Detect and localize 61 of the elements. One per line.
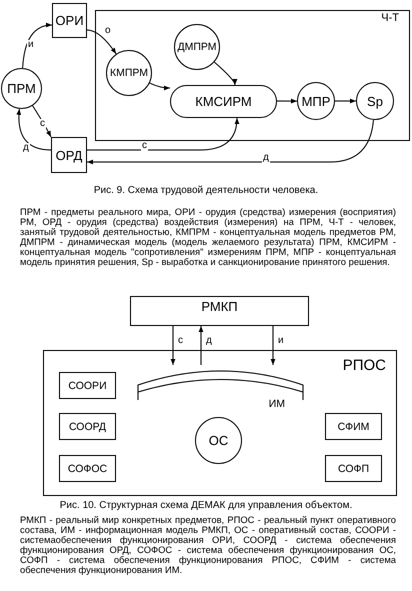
node-label: ОРД [56,148,82,162]
arrow [198,326,204,366]
edge-label: с [39,119,46,129]
arrow [170,326,176,366]
rounded-process-box [170,85,277,118]
arrow [86,119,374,164]
group-title: Ч-Т [381,12,399,24]
arrow [214,62,236,86]
group-container [95,10,410,141]
edge-label: о [104,26,112,36]
process-box [130,296,309,326]
circle-node [297,82,335,120]
node-label: КМПРМ [110,67,148,79]
edge-label: и [27,40,35,50]
edge-label: д [205,336,213,346]
circle-node [195,417,242,464]
arrow [334,98,356,104]
node-label: ИМ [268,398,285,410]
arrow [270,326,276,366]
legend-paragraph: ПРМ - предметы реального мира, ОРИ - орудия (средства) измерения (восприятия) РМ, ОРД - орудия (средства) воздействия (измерения) на ПРМ, Ч-Т - человек, занятый трудовой деятельностью, КМПРМ - концептуальная модель предметов РМ, ДМПРМ - динамическая модель (модель желаемого результата) ПРМ, КМСИРМ - концептуальная модель "сопротивления" измерениям ПРМ, МПР - концептуальная модель принятия решения, Sp - выработка и санкционирование принятого решения. [20,207,396,267]
process-box [59,372,116,399]
node-label: КМСИРМ [195,94,252,109]
node-label: СФИМ [338,420,370,432]
node-label: СОФОС [68,462,108,474]
arrow [16,108,52,150]
node-label: СООРИ [68,380,107,392]
node-label: Sp [367,94,383,108]
legend-paragraph: РМКП - реальный мир конкретных предметов, РПОС - реальный пункт оперативного состава, ИМ - информационная модель РМКП, ОС - оперативный состав, СООРИ - системаобеспечения функционирования ОРИ, СООРД - система обеспечения функционирования ОРД, СОФОС - система обеспечения функционирования ОС, СОФП - система обеспечения функционирования РПОС, СФИМ - система обеспечения функционирования ИМ. [20,515,396,575]
process-box [52,3,87,38]
process-box [325,413,382,440]
edge-label: с [141,141,148,151]
circle-node [1,68,42,109]
arrow [22,23,52,69]
arrow [86,30,117,54]
circle-node [174,24,220,70]
figure-caption: Рис. 9. Схема трудовой деятельности человека. [92,185,320,196]
node-label: СООРД [68,420,106,432]
node-label: МПР [302,94,330,108]
edge-label: и [277,336,285,346]
node-label: РМКП [201,299,238,314]
edge-label: д [22,143,30,153]
arrow [276,98,298,104]
group-container [43,350,397,496]
group-title: РПОС [342,357,386,374]
process-box [59,455,116,482]
circle-node [106,50,152,96]
edge-label: с [177,336,184,346]
process-box [325,455,382,482]
process-box [59,413,116,440]
figure-caption: Рис. 10. Структурная схема ДЕМАК для управления объектом. [58,500,354,511]
edge-label: д [262,153,270,163]
arrow [149,82,170,90]
process-box [51,137,87,173]
node-label: ДМПРМ [177,41,217,53]
node-label: ПРМ [7,81,36,96]
arrow [86,118,240,150]
node-label: СОФП [338,462,370,474]
arrow [32,105,52,138]
node-label: ОРИ [55,13,84,28]
circle-node [356,82,394,120]
node-label: ОС [208,433,228,448]
